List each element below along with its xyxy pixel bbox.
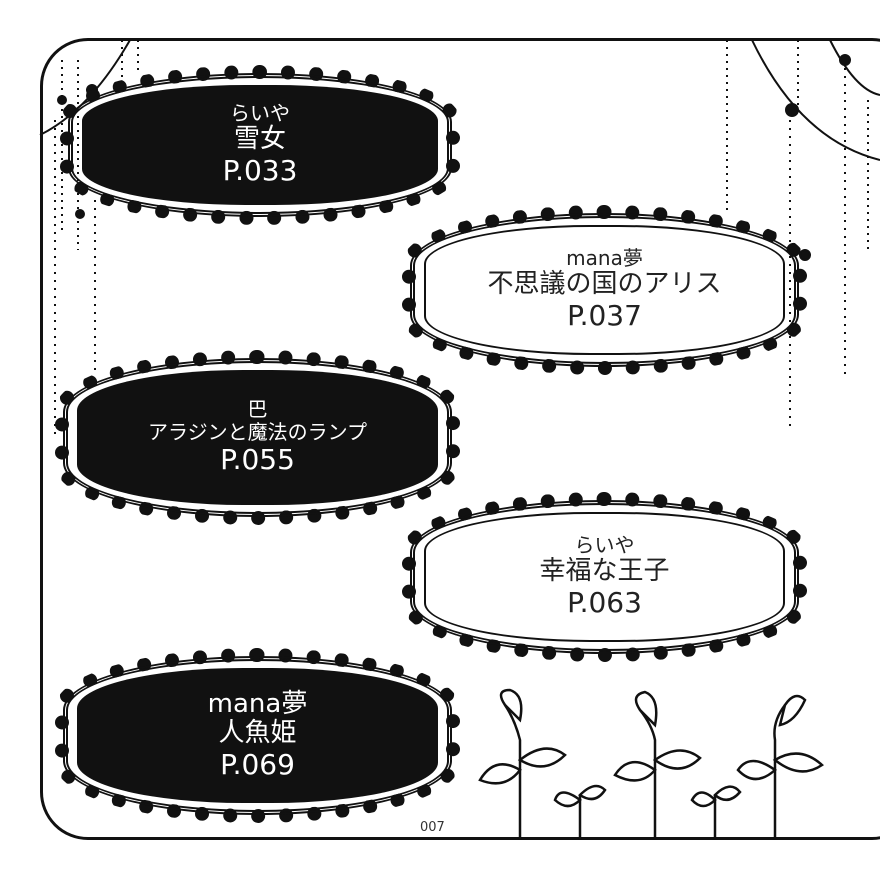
entry-label: mana夢 不思議の国のアリス P.037 bbox=[424, 225, 785, 355]
lace-border-inner bbox=[410, 500, 799, 654]
entry-page: P.069 bbox=[220, 748, 295, 782]
entry-author: mana夢 bbox=[207, 688, 308, 719]
page-number: 007 bbox=[420, 820, 445, 835]
toc-entry[interactable]: らいや 雪女 P.033 bbox=[60, 65, 460, 225]
entry-author: mana夢 bbox=[566, 246, 643, 271]
entry-page: P.055 bbox=[220, 443, 295, 477]
entry-title: 幸福な王子 bbox=[539, 556, 670, 587]
toc-entry[interactable]: mana夢 不思議の国のアリス P.037 bbox=[402, 205, 807, 375]
toc-entry[interactable]: mana夢 人魚姫 P.069 bbox=[55, 648, 460, 823]
entry-label: らいや 雪女 P.033 bbox=[82, 85, 438, 205]
lace-border-inner bbox=[63, 656, 452, 815]
entry-label: mana夢 人魚姫 P.069 bbox=[77, 668, 438, 803]
toc-entry[interactable]: らいや 幸福な王子 P.063 bbox=[402, 492, 807, 662]
entry-title: 雪女 bbox=[233, 124, 286, 155]
entry-title: 人魚姫 bbox=[218, 718, 297, 749]
lace-border-inner bbox=[63, 358, 452, 517]
lace-border-inner bbox=[410, 213, 799, 367]
entry-page: P.037 bbox=[567, 299, 642, 333]
entry-page: P.063 bbox=[567, 586, 642, 620]
lace-border-inner bbox=[68, 73, 452, 217]
page-border bbox=[40, 38, 880, 840]
entry-title: 不思議の国のアリス bbox=[487, 269, 722, 300]
entry-author: 巴 bbox=[247, 397, 268, 422]
toc-entry[interactable]: 巴 アラジンと魔法のランプ P.055 bbox=[55, 350, 460, 525]
entry-label: らいや 幸福な王子 P.063 bbox=[424, 512, 785, 642]
entry-label: 巴 アラジンと魔法のランプ P.055 bbox=[77, 370, 438, 505]
entry-title: アラジンと魔法のランプ bbox=[148, 420, 367, 445]
hanging-beads-right bbox=[726, 39, 880, 430]
entry-page: P.033 bbox=[222, 154, 298, 188]
entry-author: らいや bbox=[230, 101, 290, 126]
entry-author: らいや bbox=[574, 533, 635, 558]
plant-illustration bbox=[478, 688, 825, 840]
